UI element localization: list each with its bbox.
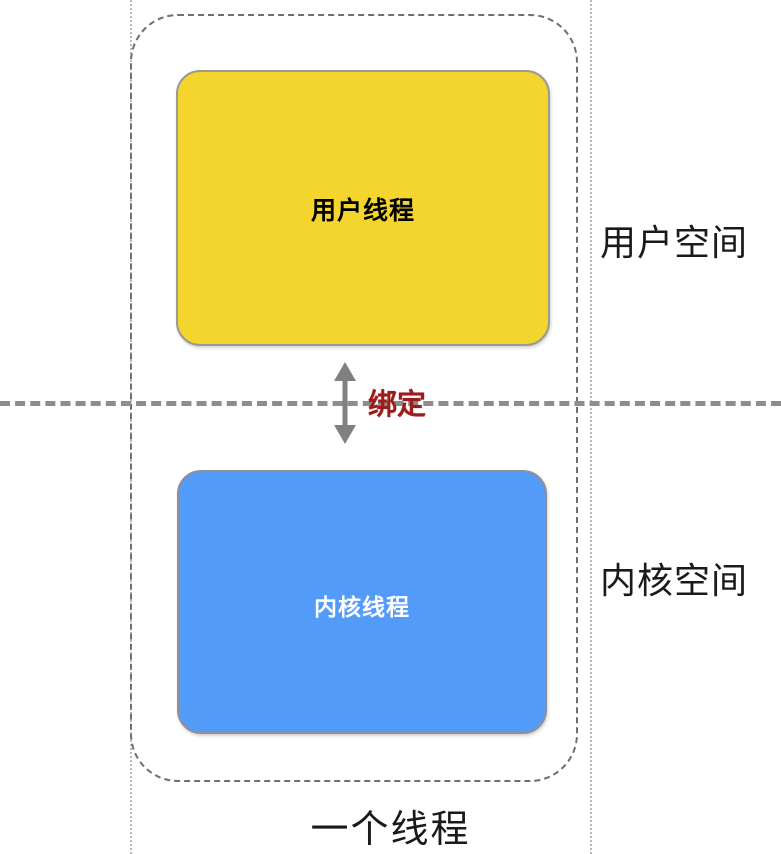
user-thread-box[interactable]: 用户线程	[176, 70, 550, 346]
vertical-guide-right	[590, 0, 592, 854]
binding-label: 绑定	[368, 389, 427, 421]
user-space-label: 用户空间	[600, 222, 749, 263]
binding-double-arrow-icon	[331, 362, 359, 444]
thread-boundary-container	[130, 14, 578, 782]
diagram-caption: 一个线程	[310, 809, 471, 851]
kernel-thread-label: 内核线程	[314, 593, 410, 620]
kernel-thread-box[interactable]: 内核线程	[177, 470, 547, 734]
kernel-space-label: 内核空间	[600, 560, 749, 601]
user-kernel-divider	[0, 401, 781, 406]
user-thread-label: 用户线程	[310, 196, 415, 225]
